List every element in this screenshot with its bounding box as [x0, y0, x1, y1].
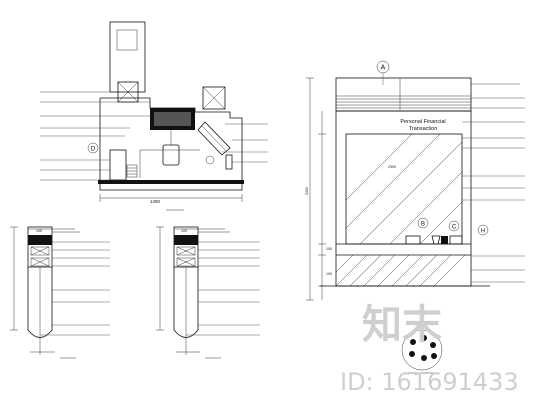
dimension-base-4: 100 [326, 247, 332, 251]
dimension-base-1: 100 [36, 229, 42, 233]
sign-line-2: Transaction [409, 126, 438, 132]
callout-d: D [91, 147, 96, 153]
callout-c: C [452, 225, 457, 231]
dimension-base-2: 100 [181, 229, 187, 233]
base-hatch [335, 254, 466, 287]
glass-hatch [345, 133, 463, 245]
dimension-base-3: 100 [326, 272, 332, 276]
cornice-hatch [336, 95, 471, 109]
watermark: 知末 ID: 161691433 [340, 302, 519, 396]
front-elevation: A Personal Financial Transaction 2390 [305, 60, 525, 374]
section-view-2: 100 [156, 226, 260, 359]
watermark-brand: 知末 [362, 302, 442, 348]
dimension-glass-width: 2390 [388, 165, 396, 169]
callout-b: B [421, 222, 425, 228]
dimension-plan-width: 1390 [150, 199, 161, 204]
section-view-1: 100 [10, 226, 110, 359]
dimension-front-height: 2400 [305, 187, 309, 195]
sign-line-1: Personal Financial [400, 119, 445, 125]
elevation-leaders [462, 83, 525, 283]
callout-h: H [481, 229, 485, 235]
watermark-id: ID: 161691433 [340, 368, 519, 396]
plan-view: D 1390 [40, 21, 268, 211]
callout-a: A [381, 65, 386, 72]
plan-leaders [40, 91, 268, 181]
